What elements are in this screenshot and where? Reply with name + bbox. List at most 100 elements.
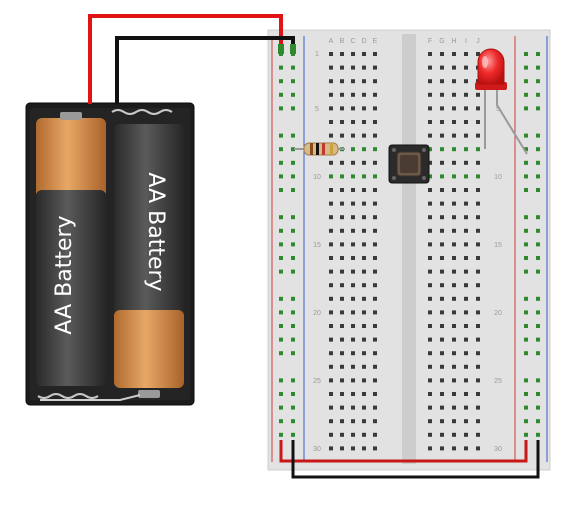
breadboard-hole <box>340 378 344 383</box>
breadboard-hole <box>440 419 444 424</box>
breadboard-hole <box>440 160 444 165</box>
breadboard-hole <box>464 228 468 233</box>
breadboard-hole <box>362 188 366 192</box>
col-label-h: H <box>451 38 456 45</box>
col-label-d: D <box>361 38 366 45</box>
breadboard-hole <box>476 269 480 274</box>
rail-hole <box>279 432 283 437</box>
breadboard-hole <box>440 392 444 396</box>
breadboard-hole <box>340 133 344 138</box>
breadboard-hole <box>340 432 344 437</box>
breadboard-hole <box>351 120 355 124</box>
breadboard-hole <box>452 92 456 97</box>
breadboard-hole <box>373 432 377 437</box>
breadboard-hole <box>373 378 377 383</box>
rail-hole <box>279 256 283 260</box>
breadboard-hole <box>428 337 432 342</box>
breadboard-hole <box>329 378 333 383</box>
breadboard-hole <box>476 432 480 437</box>
breadboard-hole <box>440 446 444 451</box>
breadboard-hole <box>476 392 480 396</box>
breadboard-hole <box>373 160 377 165</box>
rail-hole <box>524 256 528 260</box>
breadboard-hole <box>428 364 432 369</box>
breadboard-hole <box>351 215 355 220</box>
rail-hole <box>524 215 528 220</box>
breadboard-hole <box>351 378 355 383</box>
breadboard-hole <box>464 296 468 301</box>
rail-hole <box>291 215 295 220</box>
breadboard-hole <box>452 337 456 342</box>
breadboard-hole <box>476 160 480 165</box>
col-label-b: B <box>340 38 345 45</box>
breadboard-hole <box>340 364 344 369</box>
breadboard-hole <box>340 296 344 301</box>
breadboard-hole <box>329 283 333 288</box>
breadboard-hole <box>340 120 344 124</box>
breadboard-hole <box>428 65 432 70</box>
breadboard-hole <box>329 133 333 138</box>
breadboard-hole <box>452 133 456 138</box>
breadboard-hole <box>340 269 344 274</box>
rail-hole <box>536 324 540 328</box>
row-label-5-left: 5 <box>315 106 319 113</box>
row-label-30-left: 30 <box>313 446 321 453</box>
breadboard-hole <box>476 92 480 97</box>
breadboard-hole <box>452 419 456 424</box>
rail-hole <box>524 378 528 383</box>
breadboard-hole <box>464 120 468 124</box>
rail-hole <box>536 215 540 220</box>
breadboard-hole <box>362 296 366 301</box>
row-label-25-left: 25 <box>313 378 321 385</box>
breadboard-hole <box>476 120 480 124</box>
breadboard-hole <box>464 65 468 70</box>
breadboard-hole <box>373 228 377 233</box>
rail-hole <box>279 215 283 220</box>
rail-hole <box>524 106 528 111</box>
rail-hole <box>524 337 528 342</box>
breadboard-hole <box>362 133 366 138</box>
rail-hole <box>536 269 540 274</box>
breadboard-hole <box>340 337 344 342</box>
breadboard-hole <box>440 378 444 383</box>
breadboard-hole <box>440 405 444 410</box>
row-label-15-right: 15 <box>494 242 502 249</box>
breadboard-hole <box>373 419 377 424</box>
breadboard-hole <box>329 106 333 111</box>
breadboard-hole <box>452 106 456 111</box>
rail-hole <box>524 188 528 192</box>
breadboard-hole <box>464 52 468 56</box>
breadboard-hole <box>362 106 366 111</box>
breadboard-hole <box>373 79 377 84</box>
breadboard-hole <box>428 378 432 383</box>
rail-hole <box>291 378 295 383</box>
breadboard-hole <box>329 310 333 315</box>
rail-hole <box>524 228 528 233</box>
breadboard-hole <box>340 174 344 179</box>
breadboard-hole <box>440 201 444 206</box>
wire-end-red-top <box>278 44 284 54</box>
breadboard-hole <box>362 65 366 70</box>
breadboard-hole <box>340 351 344 356</box>
col-label-g: G <box>439 38 444 45</box>
rail-hole <box>536 133 540 138</box>
breadboard-hole <box>476 310 480 315</box>
breadboard-hole <box>373 174 377 179</box>
row-label-10-left: 10 <box>313 174 321 181</box>
col-label-j: J <box>476 38 480 45</box>
breadboard-hole <box>329 269 333 274</box>
rail-hole <box>291 256 295 260</box>
breadboard-hole <box>452 405 456 410</box>
breadboard-hole <box>464 392 468 396</box>
breadboard-hole <box>362 228 366 233</box>
breadboard-hole <box>329 79 333 84</box>
breadboard-hole <box>464 405 468 410</box>
breadboard-hole <box>362 310 366 315</box>
breadboard-hole <box>373 201 377 206</box>
rail-hole <box>524 92 528 97</box>
breadboard-hole <box>452 215 456 220</box>
breadboard-hole <box>452 324 456 328</box>
breadboard-hole <box>428 215 432 220</box>
breadboard-hole <box>362 201 366 206</box>
rail-hole <box>536 378 540 383</box>
